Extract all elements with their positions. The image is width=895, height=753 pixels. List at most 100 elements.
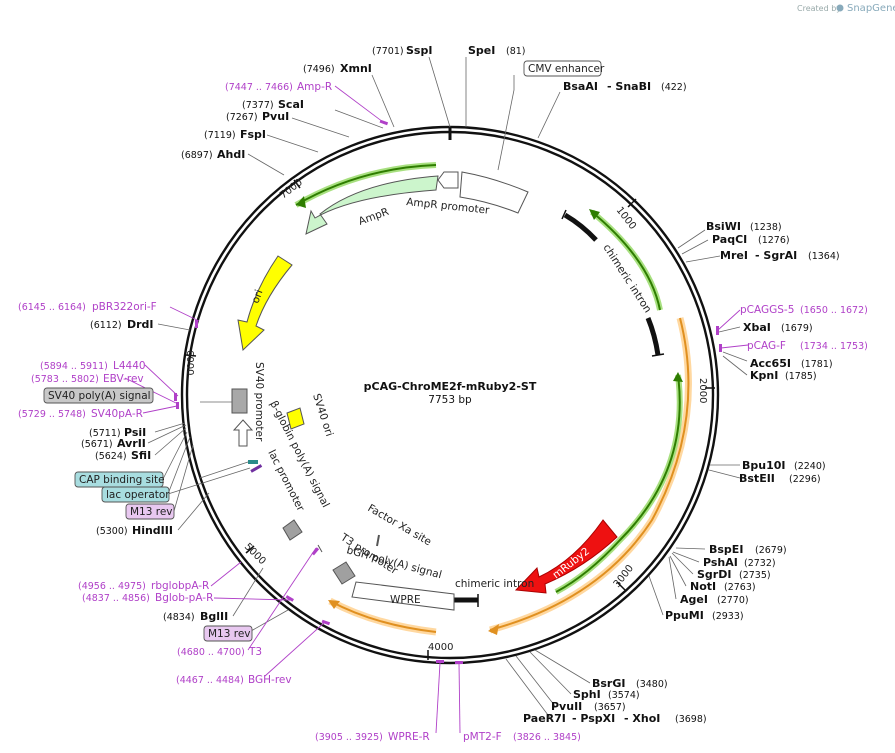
enzyme-psii: PsiI [124, 426, 146, 439]
enzyme-sgrai: - SgrAI [755, 249, 797, 262]
enzyme-xmni: XmnI [340, 62, 372, 75]
enzyme-bspei: BspEI [709, 543, 743, 556]
sv40-polya-label: SV40 poly(A) signal [48, 390, 151, 402]
primer-pos-pcaggs-5: (1650 .. 1672) [800, 305, 868, 316]
primer-pos-pbr322ori-f: (6145 .. 6164) [18, 302, 86, 313]
enzyme-bglii: BglII [200, 610, 228, 623]
plasmid-name: pCAG-ChroME2f-mRuby2-ST [364, 380, 537, 393]
enzyme-pos-acc65i: (1781) [801, 359, 833, 370]
enzyme-pos-bspei: (2679) [755, 545, 787, 556]
orange-orf-arrowhead [488, 624, 499, 635]
m13-rev-box-1 [125, 503, 175, 520]
watermark-brand: SnapGene [847, 3, 895, 14]
enzyme-pos-sfii: (5624) [95, 451, 127, 462]
sv40-polya-box [43, 387, 154, 404]
tick-6000 [185, 354, 197, 357]
enzyme-pos-bsteii: (2296) [789, 474, 821, 485]
enzyme-xbai: XbaI [743, 321, 771, 334]
enzyme-pos-spei: (81) [506, 46, 526, 57]
enzyme-noti: NotI [690, 580, 716, 593]
primer-pos-ebv-rev: (5783 .. 5802) [31, 374, 99, 385]
enzyme-pos-xhoi: (3698) [675, 714, 707, 725]
enzyme-scai: ScaI [278, 98, 304, 111]
cap-binding-mark [248, 460, 258, 464]
factor-xa-mark [376, 534, 380, 547]
enzyme-pos-agei: (2770) [717, 595, 749, 606]
enzyme-acc65i: Acc65I [750, 357, 791, 370]
tick-label-6000: 6000 [184, 350, 195, 375]
primer-pos-sv40pa-r: (5729 .. 5748) [18, 409, 86, 420]
enzyme-pvuii: PvuII [551, 700, 582, 713]
primer-sv40pa-r: SV40pA-R [91, 408, 143, 420]
primer-pos-wpre-r: (3905 .. 3925) [315, 732, 383, 743]
cap-binding-site-label: CAP binding site [79, 474, 165, 486]
lac-operator-label: lac operator [106, 489, 170, 501]
enzyme-pos-pvuii: (3657) [594, 702, 626, 713]
enzyme-snabi: - SnaBI [607, 80, 651, 93]
enzyme-pos-bglii: (4834) [163, 612, 195, 623]
tick-label-1000: 1000 [614, 205, 638, 232]
chimeric-intron-1-cap [561, 209, 567, 220]
primer-bglob-pa-r: Bglob-pA-R [155, 592, 213, 604]
primer-l4440: L4440 [113, 360, 146, 372]
primer-pos-pmt2-f: (3826 .. 3845) [513, 732, 581, 743]
primer-pbr322ori-f: pBR322ori-F [92, 301, 157, 313]
enzyme-pos-paqci: (1276) [758, 235, 790, 246]
enzyme-pos-sspi: (7701) [372, 46, 404, 57]
enzyme-pos-pshai: (2732) [744, 558, 776, 569]
enzyme-pos-bpu10i: (2240) [794, 461, 826, 472]
tick-5000 [245, 545, 255, 554]
primer-pos-bgh-rev: (4467 .. 4484) [176, 675, 244, 686]
enzyme-pos-hindiii: (5300) [96, 526, 128, 537]
lac-operator-box [101, 486, 170, 503]
ampr-feature-arrow [305, 175, 439, 235]
sv40-promoter-label: SV40 promoter [253, 362, 265, 442]
primer-pos-amp-r: (7447 .. 7466) [225, 82, 293, 93]
tick-1000 [627, 198, 637, 208]
enzyme-pos-scai: (7377) [242, 100, 274, 111]
enzyme-pspxi: - PspXI [572, 712, 615, 725]
snapgene-watermark: Created by SnapGene [797, 3, 895, 14]
enzyme-paer7i: PaeR7I [523, 712, 566, 725]
enzyme-sfii: SfiI [131, 449, 151, 462]
enzyme-labels: (7701) SspI SpeI (81) (7496) XmnI BsaAI … [81, 44, 840, 725]
right-orf-line-2 [555, 374, 681, 593]
ampr-orf-line [295, 164, 437, 206]
enzyme-pos-psii: (5711) [89, 428, 121, 439]
enzyme-spei: SpeI [468, 44, 495, 57]
primer-rbglobpa-r: rbglobpA-R [151, 580, 209, 592]
tick-label-4000: 4000 [428, 642, 453, 653]
snapgene-logo-icon [836, 4, 844, 12]
enzyme-pos-sgrai: (1364) [808, 251, 840, 262]
enzyme-pos-noti: (2763) [724, 582, 756, 593]
primer-amp-r: Amp-R [297, 81, 332, 93]
wpre-feature-arrow [351, 581, 455, 611]
enzyme-bsrgi: BsrGI [592, 677, 625, 690]
enzyme-pos-pvui: (7267) [226, 112, 258, 123]
ori-feature-arrow [237, 255, 293, 352]
enzyme-pos-bsrgi: (3480) [636, 679, 668, 690]
lac-operator-mark [250, 464, 263, 473]
primer-leaders [124, 85, 749, 734]
enzyme-bsteii: BstEII [739, 472, 775, 485]
ampr-orf-arrowhead [296, 196, 306, 208]
orange-orf-line [489, 317, 690, 631]
enzyme-drdi: DrdI [127, 318, 154, 331]
tick-3000 [616, 581, 626, 591]
enzyme-pos-sphi: (3574) [608, 690, 640, 701]
primer-pos-l4440: (5894 .. 5911) [40, 361, 108, 372]
primer-bgh-rev: BGH-rev [248, 674, 292, 686]
tick-label-5000: 5000 [242, 541, 268, 567]
primer-pmt2-f: pMT2-F [463, 731, 502, 743]
enzyme-avrii: AvrII [117, 437, 146, 450]
primer-pos-pcag-f: (1734 .. 1753) [800, 341, 868, 352]
tick-marks [185, 127, 715, 660]
right-orf-arrowhead-2 [673, 372, 683, 382]
chimeric-intron-1-endcap [651, 353, 665, 357]
primer-markers [174, 119, 722, 664]
lac-gray-box [282, 519, 303, 541]
primer-pos-rbglobpa-r: (4956 .. 4975) [78, 581, 146, 592]
enzyme-pos-xbai: (1679) [781, 323, 813, 334]
factor-xa-label: Factor Xa site [366, 502, 434, 548]
